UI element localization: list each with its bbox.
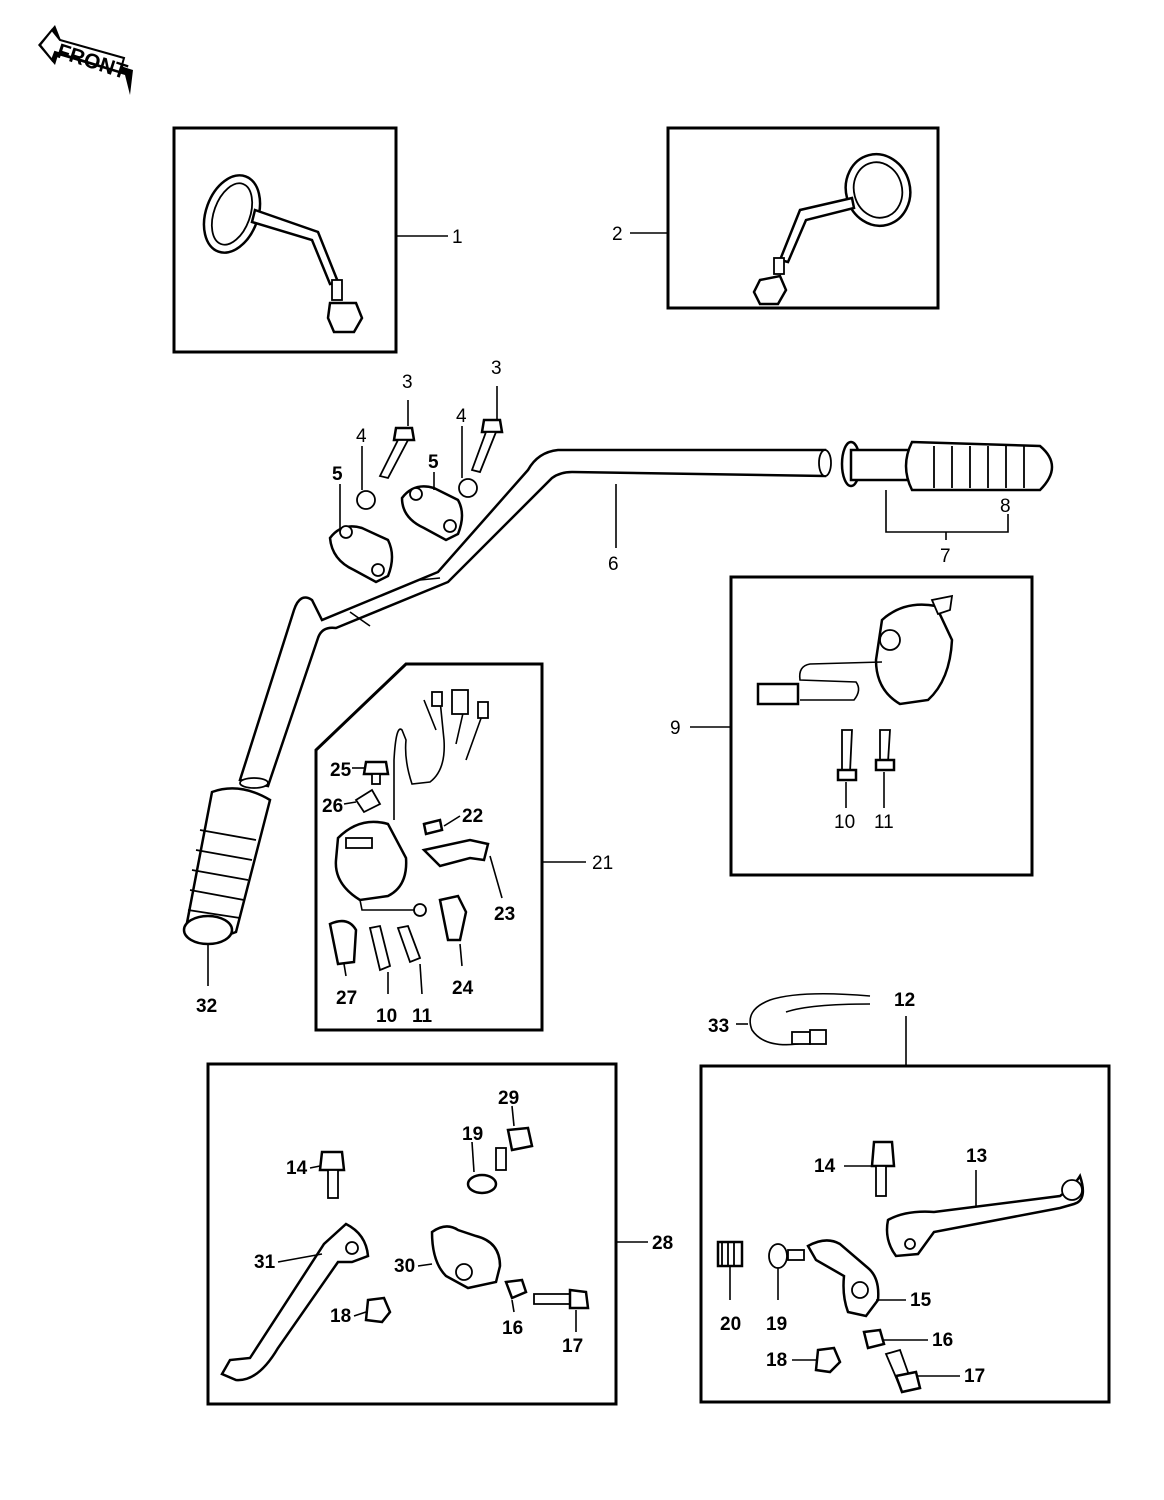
clutch-adjuster — [466, 1126, 534, 1195]
left-grip — [182, 787, 272, 946]
callout-1: 1 — [452, 227, 463, 248]
callout-20: 20 — [720, 1314, 741, 1335]
clutch-lever — [220, 1222, 370, 1382]
callout-10b: 10 — [376, 1006, 397, 1027]
callout-7: 7 — [940, 546, 951, 567]
callout-11a: 11 — [874, 812, 894, 833]
brake-nut-18 — [814, 1346, 842, 1374]
callout-22: 22 — [462, 806, 483, 827]
callout-32: 32 — [196, 996, 217, 1017]
callout-2: 2 — [612, 224, 623, 245]
mirror-left-box — [172, 126, 398, 354]
left-switch-box — [314, 662, 544, 1032]
handlebar-holder-right — [400, 485, 464, 542]
clutch-nut — [364, 1296, 392, 1324]
bolt-right — [470, 418, 504, 474]
callout-3b: 3 — [491, 358, 502, 379]
callout-5a: 5 — [332, 464, 343, 485]
callout-33: 33 — [708, 1016, 729, 1037]
clutch-pivot-bolt — [533, 1288, 590, 1310]
bolt-left — [378, 426, 416, 480]
left-switch-housing — [334, 689, 489, 917]
clutch-nut-16 — [504, 1278, 528, 1300]
brake-nut-16 — [862, 1328, 886, 1350]
throttle-grip — [840, 440, 1054, 492]
callout-25: 25 — [330, 760, 352, 781]
left-switch-small-parts — [328, 760, 490, 972]
callout-31: 31 — [254, 1252, 276, 1273]
mirror-right — [752, 153, 912, 306]
callout-14b: 14 — [814, 1156, 836, 1177]
callout-10a: 10 — [834, 812, 855, 833]
callout-12: 12 — [894, 990, 915, 1011]
callout-19a: 19 — [462, 1124, 483, 1145]
clutch-holder — [430, 1225, 502, 1290]
callout-29: 29 — [498, 1088, 519, 1109]
brake-lever-box — [699, 1064, 1111, 1404]
callout-30: 30 — [394, 1256, 415, 1277]
callout-24: 24 — [452, 978, 474, 999]
callout-8: 8 — [1000, 496, 1011, 517]
switch-screws-right — [836, 729, 896, 782]
mirror-left — [202, 174, 364, 334]
brake-adjuster — [716, 1240, 805, 1269]
brake-pivot-bolt — [884, 1348, 922, 1394]
callout-18b: 18 — [766, 1350, 787, 1371]
right-switch-box — [729, 575, 1034, 877]
front-arrow: FRONT — [38, 25, 133, 95]
callout-28: 28 — [652, 1233, 673, 1254]
callout-9: 9 — [670, 718, 681, 739]
callout-27: 27 — [336, 988, 357, 1009]
callout-4b: 4 — [456, 406, 467, 427]
callout-17a: 17 — [562, 1336, 583, 1357]
callout-5b: 5 — [428, 452, 439, 473]
callout-4a: 4 — [356, 426, 367, 447]
right-switch-housing — [756, 594, 954, 706]
brake-bolt — [870, 1140, 896, 1197]
callout-21: 21 — [592, 853, 613, 874]
handlebar-holder-left — [328, 525, 394, 584]
brake-lever — [885, 1173, 1085, 1258]
callout-23: 23 — [494, 904, 515, 925]
washer-left — [356, 490, 376, 510]
callout-13: 13 — [966, 1146, 987, 1167]
clutch-bolt — [318, 1150, 346, 1199]
lead-wire — [749, 992, 871, 1046]
callout-11b: 11 — [412, 1006, 433, 1027]
callout-3a: 3 — [402, 372, 413, 393]
callout-15: 15 — [910, 1290, 932, 1311]
callout-26: 26 — [322, 796, 343, 817]
callout-16a: 16 — [502, 1318, 523, 1339]
mirror-right-box — [666, 126, 940, 310]
callout-17b: 17 — [964, 1366, 985, 1387]
callout-16b: 16 — [932, 1330, 953, 1351]
washer-right — [458, 478, 478, 498]
front-label: FRONT — [54, 40, 130, 84]
callout-6: 6 — [608, 554, 619, 575]
brake-holder — [806, 1239, 880, 1318]
callout-19b: 19 — [766, 1314, 787, 1335]
callout-18a: 18 — [330, 1306, 351, 1327]
handlebar — [238, 448, 832, 789]
clutch-lever-box — [206, 1062, 618, 1406]
callout-14a: 14 — [286, 1158, 308, 1179]
